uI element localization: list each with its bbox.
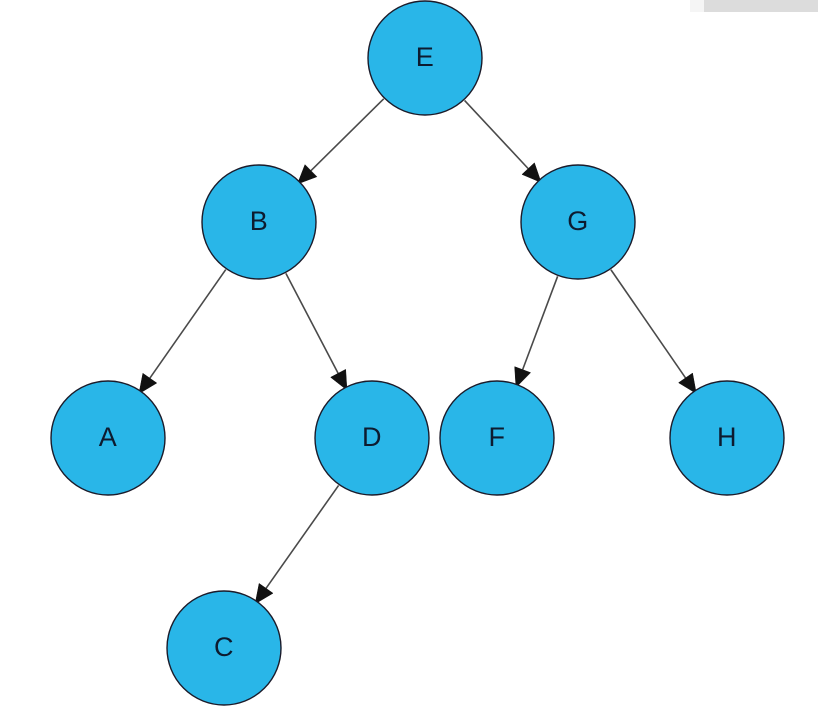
top-right-artifact-band	[704, 0, 818, 12]
arrowhead-icon	[514, 366, 532, 389]
node-circle-f[interactable]	[439, 380, 555, 496]
edges-group	[138, 98, 697, 605]
node-circle-e[interactable]	[367, 0, 483, 116]
node-label-h: H	[717, 422, 737, 452]
node-g[interactable]: G	[520, 164, 636, 280]
node-label-b: B	[250, 206, 269, 236]
node-label-d: D	[362, 422, 382, 452]
node-e[interactable]: E	[367, 0, 483, 116]
node-circle-g[interactable]	[520, 164, 636, 280]
arrowhead-icon	[138, 372, 158, 395]
node-circle-b[interactable]	[201, 164, 317, 280]
edge-g-to-f	[514, 276, 559, 389]
arrowhead-icon	[254, 583, 274, 605]
node-circle-h[interactable]	[669, 380, 785, 496]
node-a[interactable]: A	[50, 380, 166, 496]
node-label-a: A	[99, 422, 118, 452]
edge-b-to-a	[138, 269, 227, 395]
arrowhead-icon	[330, 368, 348, 391]
node-circle-d[interactable]	[314, 380, 430, 496]
top-right-artifact-soft	[690, 0, 704, 12]
node-label-c: C	[214, 632, 234, 662]
node-c[interactable]: C	[166, 590, 282, 706]
edge-b-to-d	[285, 273, 348, 391]
edge-e-to-g	[463, 99, 542, 183]
node-circle-c[interactable]	[166, 590, 282, 706]
node-b[interactable]: B	[201, 164, 317, 280]
arrowhead-icon	[521, 162, 542, 183]
edge-d-to-c	[254, 484, 340, 605]
node-label-g: G	[567, 206, 589, 236]
edge-e-to-b	[296, 98, 385, 185]
edge-g-to-h	[610, 269, 697, 395]
node-label-f: F	[489, 422, 506, 452]
arrowhead-icon	[678, 372, 697, 395]
node-h[interactable]: H	[669, 380, 785, 496]
node-d[interactable]: D	[314, 380, 430, 496]
node-f[interactable]: F	[439, 380, 555, 496]
node-label-e: E	[416, 42, 435, 72]
nodes-group: E B G A D F H C	[50, 0, 785, 706]
node-circle-a[interactable]	[50, 380, 166, 496]
arrowhead-icon	[296, 164, 318, 185]
